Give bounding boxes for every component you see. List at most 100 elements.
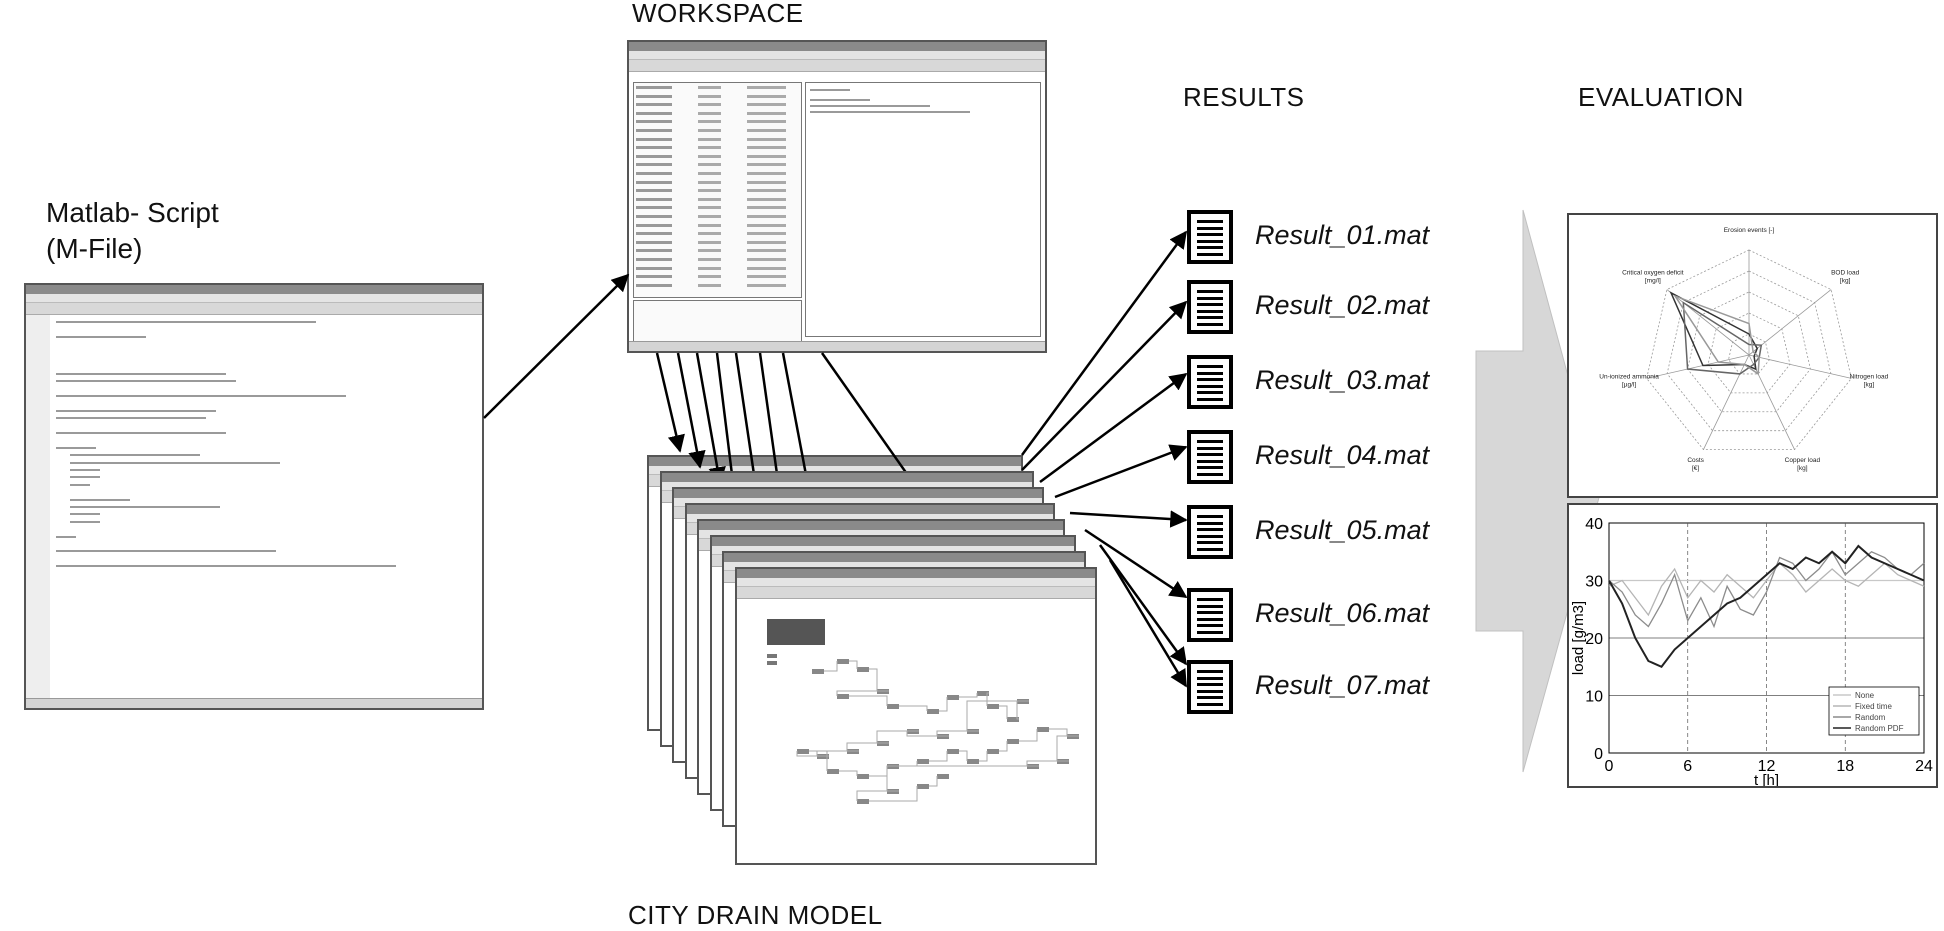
radar-axis-label: Critical oxygen deficit (1622, 269, 1684, 276)
series-line (1608, 550, 1925, 629)
x-tick-label: 12 (1758, 758, 1776, 775)
script-toolbar (26, 303, 482, 315)
radar-spoke (1748, 289, 1832, 356)
workspace-row (636, 111, 799, 115)
code-line (56, 321, 316, 323)
workspace-row (636, 86, 799, 89)
results-label: RESULTS (1183, 82, 1305, 112)
code-line (56, 565, 396, 568)
legend-label: Random PDF (1855, 724, 1904, 733)
flow-arrow (1054, 444, 1188, 499)
flow-arrow (483, 273, 630, 419)
workspace-row (636, 197, 799, 201)
workspace-row (636, 146, 799, 150)
flow-arrow (1069, 510, 1188, 528)
radar-series (1673, 294, 1761, 376)
radar-series (1682, 301, 1763, 375)
result-file-label: Result_03.mat (1255, 365, 1430, 395)
code-line (70, 513, 100, 516)
workspace-command-panel (805, 82, 1041, 337)
workspace-row (636, 129, 799, 132)
code-line (70, 469, 100, 471)
workspace-row (636, 275, 799, 279)
result-file-label: Result_01.mat (1255, 220, 1430, 250)
code-line (70, 506, 220, 508)
radar-spoke (1748, 354, 1795, 450)
flow-arrow (1021, 300, 1188, 471)
code-line (70, 454, 200, 457)
x-tick-label: 18 (1836, 758, 1854, 775)
x-tick-label: 0 (1605, 758, 1614, 775)
script-titlebar (26, 285, 482, 294)
y-tick-label: 10 (1585, 689, 1603, 706)
matlab-script-window (24, 283, 484, 710)
radar-ring (1707, 312, 1791, 394)
workspace-row (636, 120, 799, 124)
radar-axis-label: BOD load (1831, 269, 1860, 276)
flow-arrow (676, 352, 706, 469)
script-title-line1: Matlab- Script (46, 197, 219, 228)
radar-axis-label: Un-ionized ammonia (1599, 373, 1659, 380)
workspace-row (636, 94, 799, 98)
y-tick-label: 40 (1585, 516, 1603, 533)
radar-chart: Erosion events [-]BOD load[kg]Nitrogen l… (1599, 227, 1889, 472)
script-title-line2: (M-File) (46, 233, 143, 264)
result-file-icon (1187, 430, 1233, 484)
script-menubar (26, 294, 482, 303)
workspace-row (636, 163, 799, 167)
flow-arrow (655, 352, 685, 453)
radar-axis-label: Copper load (1785, 457, 1821, 464)
code-line (56, 446, 96, 449)
script-code-area (26, 315, 482, 698)
workspace-row (636, 223, 799, 227)
workspace-row (636, 266, 799, 270)
result-file-icon (1187, 505, 1233, 559)
radar-axis-label: [kg] (1864, 381, 1875, 388)
radar-axis-label: [kg] (1840, 277, 1851, 284)
result-file-label: Result_05.mat (1255, 515, 1430, 545)
workspace-row (636, 206, 799, 210)
radar-axis-label: Nitrogen load (1850, 373, 1889, 380)
code-line (70, 483, 90, 486)
radar-chart-panel: Erosion events [-]BOD load[kg]Nitrogen l… (1567, 213, 1938, 498)
code-line (70, 498, 130, 501)
flow-arrow (695, 352, 726, 485)
code-line (56, 335, 146, 338)
workspace-row (636, 137, 799, 141)
code-line (56, 535, 76, 538)
series-line (1608, 544, 1925, 668)
series-line (1608, 562, 1925, 617)
code-line (56, 550, 276, 553)
workspace-titlebar (629, 42, 1045, 51)
radar-axis-label: [kg] (1797, 465, 1808, 472)
workspace-toolbar (629, 60, 1045, 72)
radar-spoke (1646, 354, 1750, 379)
result-file-icon (1187, 355, 1233, 409)
result-file-icon (1187, 210, 1233, 264)
workspace-row (636, 283, 799, 287)
workspace-row (636, 189, 799, 193)
city-drain-label: CITY DRAIN MODEL (628, 900, 883, 930)
code-line (56, 432, 226, 434)
workspace-statusbar (629, 341, 1045, 351)
radar-axis-label: [€] (1692, 465, 1699, 472)
workspace-row (636, 154, 799, 158)
flow-arrow (1039, 372, 1188, 484)
x-axis-label: t [h] (1754, 772, 1779, 786)
code-line (70, 476, 100, 479)
workspace-menubar (629, 51, 1045, 60)
radar-spoke (1666, 289, 1750, 356)
radar-axis-label: [mg/l] (1645, 277, 1661, 284)
radar-spoke (1703, 354, 1750, 450)
result-file-label: Result_04.mat (1255, 440, 1430, 470)
workspace-row (636, 258, 799, 261)
workspace-row (636, 180, 799, 184)
script-statusbar (26, 698, 482, 708)
x-tick-label: 24 (1915, 758, 1933, 775)
result-file-icon (1187, 588, 1233, 642)
radar-axis-label: [µg/l] (1622, 381, 1636, 388)
workspace-variable-panel (633, 82, 802, 298)
